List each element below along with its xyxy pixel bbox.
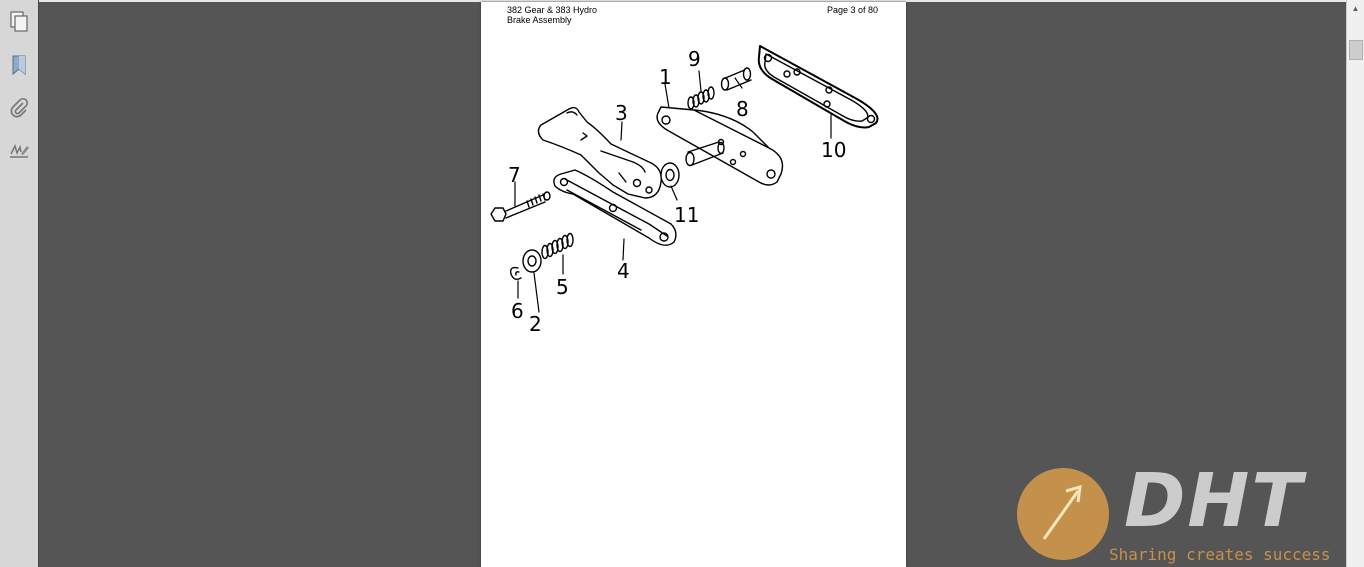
callout-1: 1 [659, 65, 672, 89]
part-4-lever [553, 169, 677, 246]
callout-4: 4 [617, 259, 630, 283]
part-5-spring [541, 232, 574, 260]
watermark-brand: DHT [1124, 458, 1304, 544]
document-page: 382 Gear & 383 Hydro Brake Assembly Page… [481, 2, 906, 567]
part-11-washer [660, 162, 680, 188]
part-10-plate [757, 45, 879, 129]
page-indicator: Page 3 of 80 [827, 5, 879, 15]
navigation-panel [0, 0, 39, 567]
signature-icon [10, 143, 29, 158]
scroll-up-button[interactable]: ▲ [1347, 0, 1364, 17]
callout-2: 2 [529, 312, 542, 336]
watermark-tagline: Sharing creates success [1109, 545, 1331, 564]
part-9-spring [687, 86, 715, 110]
part-8-pin [720, 67, 752, 91]
callout-6: 6 [511, 299, 524, 323]
callout-7: 7 [508, 163, 521, 187]
page-thumbnails-button[interactable] [5, 8, 33, 36]
callout-11: 11 [674, 203, 699, 227]
part-2-washer [522, 249, 542, 273]
callout-10: 10 [821, 138, 846, 162]
callout-3: 3 [615, 101, 628, 125]
attachments-button[interactable] [5, 94, 33, 122]
bookmark-icon [12, 55, 26, 76]
bookmarks-button[interactable] [5, 51, 33, 79]
part-3-arm [537, 106, 662, 199]
part-6-clip [509, 266, 522, 281]
dht-logo-icon [1017, 468, 1109, 560]
exploded-parts-diagram: 1 2 3 4 5 6 7 8 9 10 11 [490, 45, 879, 336]
signatures-button[interactable] [5, 137, 33, 165]
scroll-thumb[interactable] [1349, 40, 1363, 60]
attachment-icon [10, 97, 29, 118]
part-7-bolt [490, 191, 551, 222]
callout-9: 9 [688, 47, 701, 71]
part-1-bracket [656, 106, 784, 186]
vertical-scrollbar[interactable]: ▲ [1346, 0, 1364, 567]
callout-8: 8 [736, 97, 749, 121]
toolbar-edge [39, 0, 1364, 2]
pages-icon [10, 11, 28, 32]
triangle-up-icon: ▲ [1351, 4, 1360, 13]
header-section: Brake Assembly [507, 15, 572, 25]
header-model: 382 Gear & 383 Hydro [507, 5, 598, 15]
callout-5: 5 [556, 275, 569, 299]
